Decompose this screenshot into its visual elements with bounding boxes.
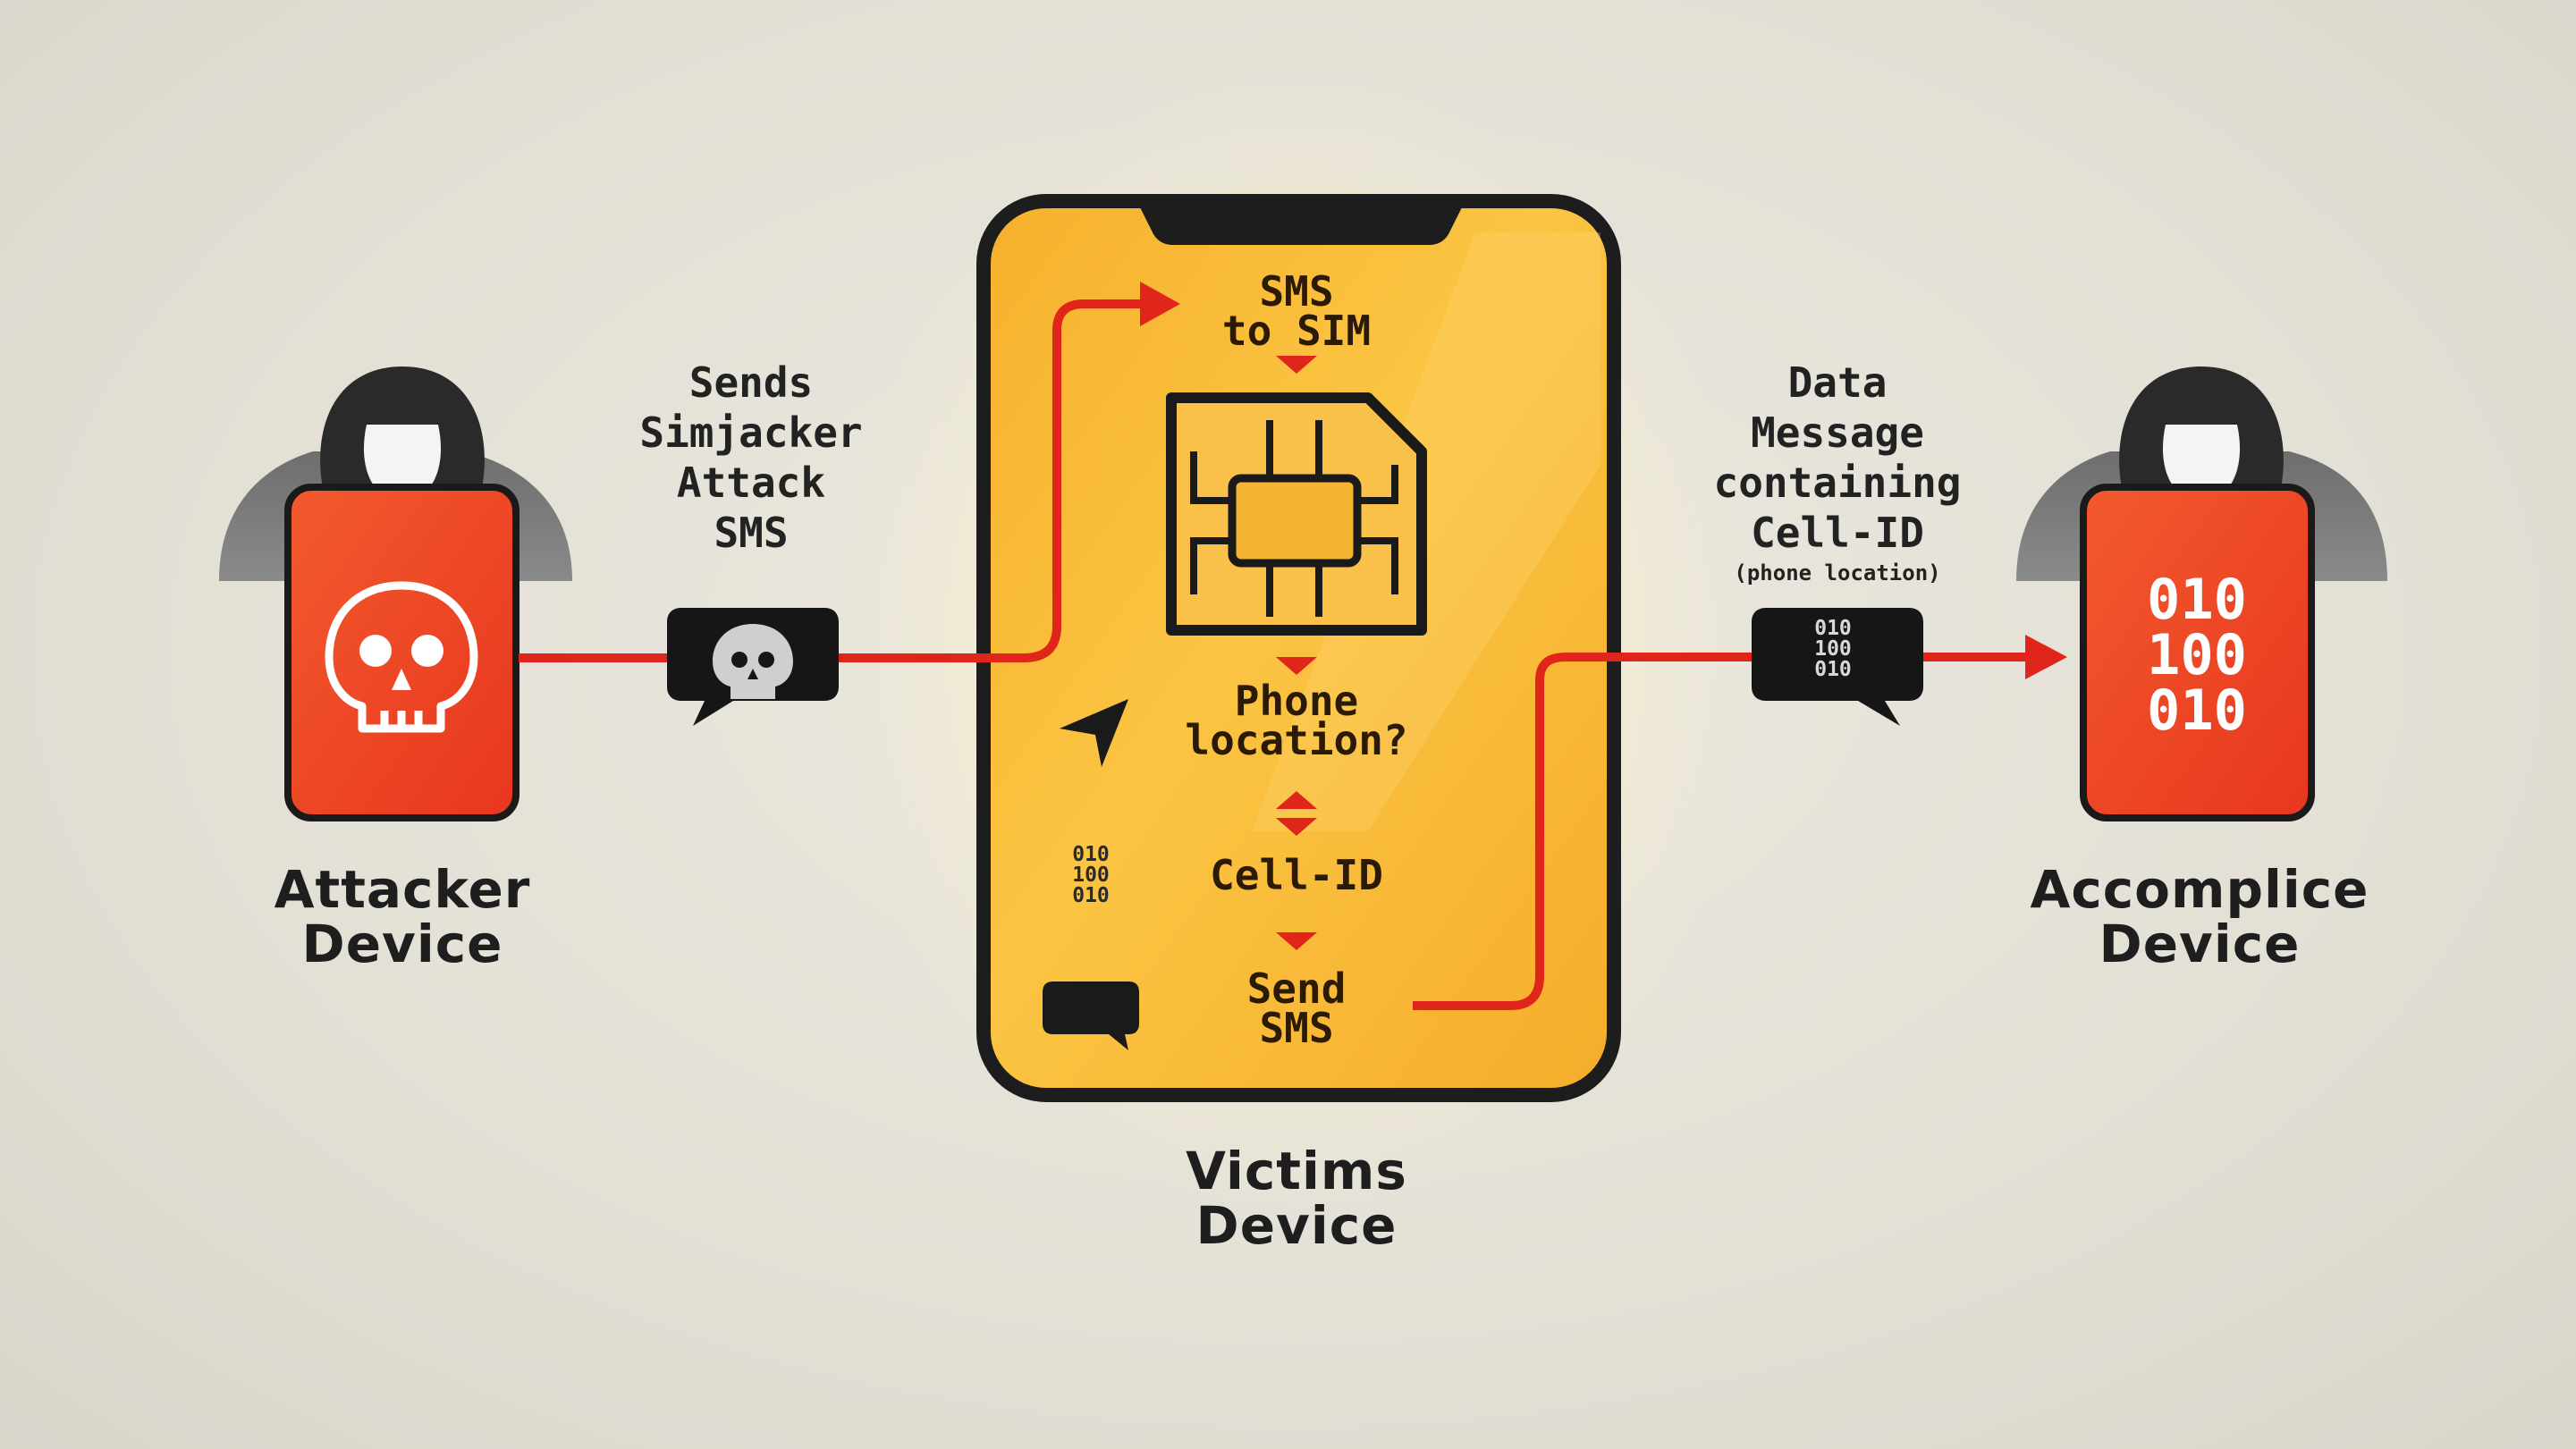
up-marker: [1276, 791, 1317, 809]
attacker-device-label: Attacker Device: [274, 859, 531, 974]
step-send-sms: Send SMS: [1246, 965, 1347, 1052]
skull-icon: [713, 624, 793, 699]
accomplice-phone: [2080, 484, 2315, 821]
location-arrow-icon: [1060, 699, 1128, 767]
attacker-figure: [219, 366, 572, 821]
attack-sms-bubble: [667, 608, 839, 726]
attack-edge-label: Sends Simjacker Attack SMS: [639, 358, 863, 558]
exfil-arrowhead: [2025, 635, 2067, 679]
down-marker-2: [1276, 657, 1317, 675]
attack-arrowhead: [1140, 282, 1180, 326]
down-marker-1: [1276, 356, 1317, 374]
chat-bubble-icon: [1043, 981, 1139, 1050]
step-cell-id: Cell-ID: [1210, 851, 1383, 899]
sim-card-icon: [1166, 392, 1427, 636]
accomplice-binary-data: 010 100 010: [2147, 567, 2247, 743]
phone-notch: [1136, 198, 1466, 245]
exfil-edge-sublabel: (phone location): [1734, 560, 1941, 585]
victim-device-label: Victims Device: [1186, 1141, 1407, 1256]
down-marker-3: [1276, 818, 1317, 836]
binary-icon: 010 100 010: [1814, 617, 1852, 681]
attacker-phone: [284, 484, 519, 821]
step-phone-location: Phone location?: [1185, 677, 1408, 764]
step-sms-to-sim: SMS to SIM: [1221, 267, 1372, 355]
accomplice-device-label: Accomplice Device: [2030, 859, 2369, 974]
down-marker-4: [1276, 932, 1317, 950]
accomplice-figure: [2016, 366, 2387, 821]
exfil-edge-label: Data Message containing Cell-ID: [1713, 358, 1962, 558]
exfil-arrow: [1413, 653, 2030, 1010]
victim-phone: [976, 194, 1621, 1102]
skull-icon: [325, 581, 478, 733]
attack-arrow: [519, 299, 1144, 662]
attacker-face: [363, 425, 442, 501]
binary-icon: 010 100 010: [1072, 843, 1110, 907]
exfil-data-bubble: [1752, 608, 1923, 726]
accomplice-face: [2162, 425, 2241, 501]
